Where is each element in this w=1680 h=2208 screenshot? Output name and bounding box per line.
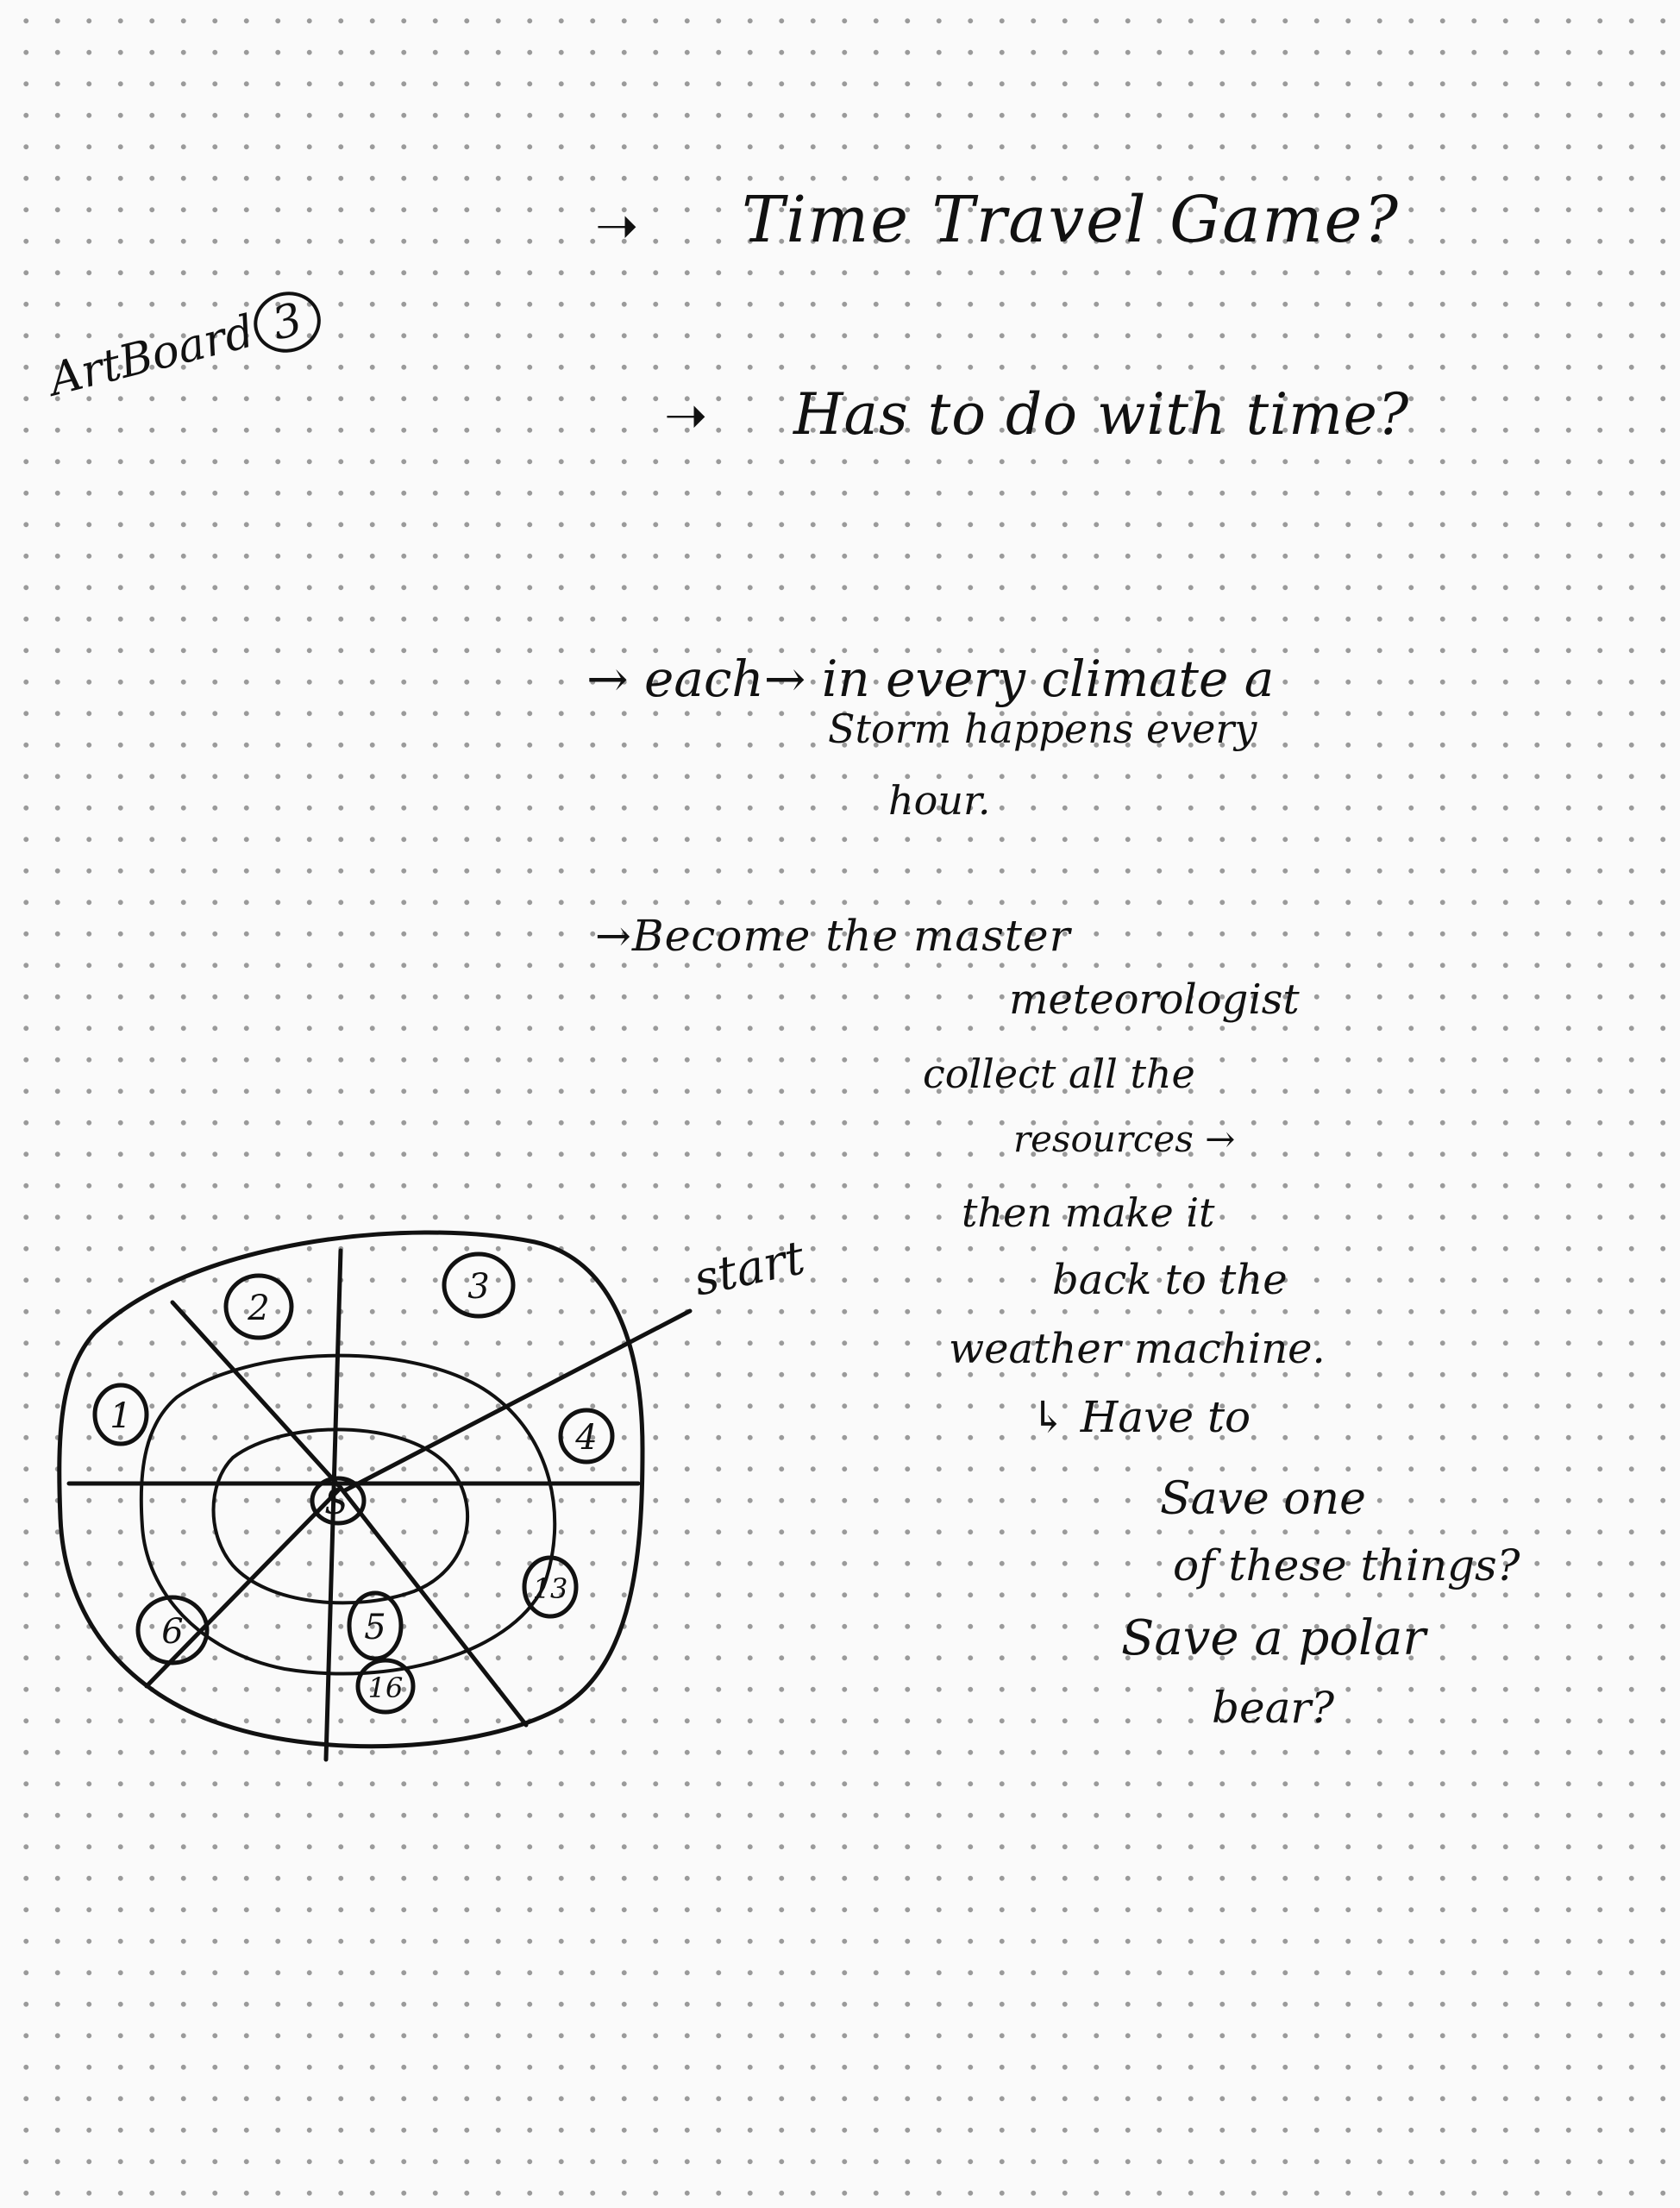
note-goal-line-12: bear?: [1212, 1683, 1335, 1733]
board-spoke: [170, 1300, 343, 1490]
note-climate-line-3: hour.: [888, 777, 991, 824]
note-goal-line-7: weather machine.: [949, 1325, 1326, 1373]
arrow-right-icon: →: [595, 911, 632, 961]
corner-arrow-icon: ↳: [1031, 1392, 1081, 1442]
board-center-label: S: [324, 1483, 348, 1522]
board-center-space: [310, 1476, 367, 1526]
note-goal-line-5: then make it: [962, 1189, 1215, 1236]
board-inner-ring: [211, 1427, 469, 1605]
note-climate-line-1: → each→ in every climate a: [586, 654, 1274, 704]
note-goal-line-8: ↳ Have to: [1031, 1396, 1251, 1439]
arrow-right-icon: →: [586, 649, 645, 708]
board-space-label: 4: [574, 1418, 597, 1458]
arrow-right-icon: ➝: [595, 196, 639, 256]
note-goal-line-4: resources →: [1013, 1118, 1236, 1160]
board-space-label: 1: [110, 1396, 131, 1436]
arrow-right-icon: ➝: [664, 386, 708, 446]
board-spoke: [338, 1485, 529, 1728]
board-space-13: [522, 1555, 579, 1619]
board-middle-ring: [139, 1353, 557, 1676]
board-spoke: [144, 1485, 343, 1689]
board-space-3: [442, 1251, 516, 1319]
board-space-label: 13: [533, 1572, 568, 1605]
board-space-1: [92, 1383, 149, 1446]
board-outer-ring: [57, 1230, 645, 1749]
title-time-travel-game: Time Travel Game?: [742, 183, 1401, 257]
board-space-label: 3: [467, 1267, 489, 1307]
board-space-6: [135, 1595, 210, 1665]
note-goal-line-10: of these things?: [1173, 1540, 1520, 1590]
board-space-label: 5: [364, 1608, 386, 1647]
board-space-label: 16: [368, 1672, 404, 1704]
board-space-16: [355, 1658, 416, 1715]
note-goal-line-11: Save a polar: [1121, 1610, 1426, 1666]
note-climate-line-2: Storm happens every: [828, 706, 1257, 752]
board-spoke: [323, 1248, 343, 1762]
board-space-label: 6: [161, 1612, 183, 1652]
note-goal-line-1: →Become the master: [595, 914, 1070, 957]
note-goal-line-6: back to the: [1052, 1256, 1288, 1304]
board-space-4: [558, 1408, 615, 1465]
note-climate-text-1: each→ in every climate a: [644, 649, 1275, 708]
note-goal-line-3: collect all the: [923, 1051, 1195, 1097]
board-space-2: [223, 1273, 294, 1340]
note-goal-text-8: Have to: [1080, 1392, 1251, 1442]
board-space-5: [347, 1590, 404, 1661]
note-goal-line-2: meteorologist: [1009, 975, 1300, 1024]
board-space-label: 2: [247, 1289, 269, 1328]
note-goal-text-1: Become the master: [631, 911, 1071, 961]
note-goal-line-9: Save one: [1160, 1473, 1366, 1525]
note-has-to-do-with-time: Has to do with time?: [793, 381, 1410, 448]
board-start-pointer: [342, 1308, 693, 1493]
